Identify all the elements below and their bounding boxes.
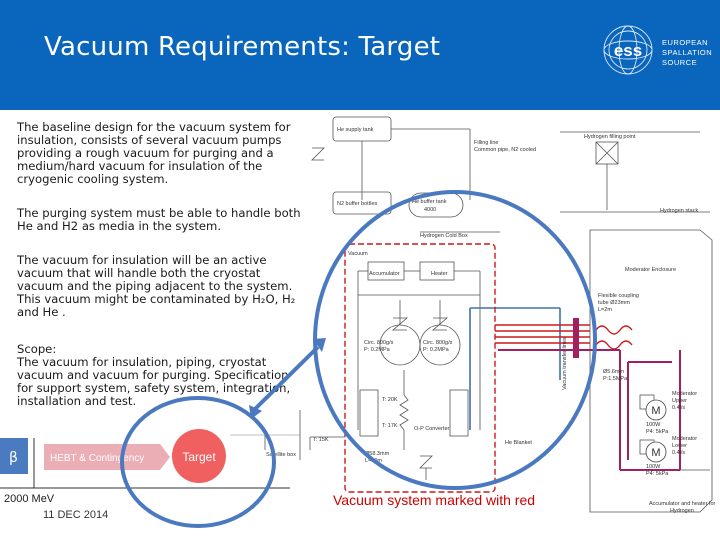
label-pump-dia: Ø5.6mm [603, 369, 625, 375]
label-flexible-coupling: Flexible coupling [598, 293, 639, 299]
label-mod-upper-4: 100W [646, 422, 661, 428]
label-filling-line: Filling line [474, 140, 498, 146]
label-mod-lower-2: Lower [672, 443, 687, 449]
label-moderator-enclosure: Moderator Enclosure [625, 267, 676, 273]
target-label: Target [182, 450, 216, 464]
label-accumulator: Accumulator [369, 271, 400, 277]
label-mod-upper: Moderator [672, 391, 697, 397]
hebt-label: HEBT & Contingency [50, 453, 144, 464]
label-heater: Heater [431, 271, 448, 277]
label-mod-lower: Moderator [672, 436, 697, 442]
label-he-buffer-2: 4000 [424, 207, 436, 213]
label-op-converter: O-P Converter [414, 426, 450, 432]
label-hydrogen-stack: Hydrogen stack [660, 208, 698, 214]
label-hydrogen-filling: Hydrogen filling point [584, 134, 636, 140]
label-he-buffer: He buffer tank [412, 199, 447, 205]
n2-buffer-bottles [332, 191, 392, 215]
ess-logo-icon: ess [603, 25, 653, 75]
target-circle [172, 429, 226, 483]
label-he-supply: He supply tank [337, 127, 374, 133]
label-circ-a-2: P: 0.2MPa [364, 347, 391, 353]
label-filling-line-2: Common pipe, N2 cooled [474, 147, 536, 153]
blue-lines [469, 307, 561, 430]
label-he-blanket: He Blanket [505, 440, 532, 446]
label-circ-b: Circ. 800g/s [423, 340, 453, 346]
vacuum-enclosure-red [344, 243, 496, 493]
label-mod-lower-4: 100W [646, 464, 661, 470]
label-flexible-coupling-3: L=2m [598, 307, 612, 313]
connector-arrow-line [252, 345, 320, 412]
beta-section [0, 438, 28, 474]
title-bar: Vacuum Requirements: Target ess EUROPEAN… [0, 0, 720, 110]
label-hydrogen-cold-box: Hydrogen Cold Box [420, 233, 468, 239]
diagram-caption: Vacuum system marked with red [333, 492, 536, 508]
motor-lower-label: M [651, 447, 660, 459]
label-acc-heater-2: Hydrogen [670, 508, 694, 514]
label-n2-buffer: N2 buffer bottles [337, 201, 378, 207]
energy-label: 2000 MeV [4, 493, 55, 505]
paragraph-purging: The purging system must be able to handl… [17, 206, 301, 233]
label-mod-lower-5: P4: 5kPa [646, 471, 669, 477]
logo-text: EUROPEAN SPALLATION SOURCE [662, 38, 713, 67]
arrow-head-lower-icon [249, 405, 262, 419]
label-circ-b-2: P: 0.2MPa [423, 347, 450, 353]
label-vacuum: Vacuum [348, 251, 368, 257]
paragraph-scope: Scope: The vacuum for insulation, piping… [17, 342, 291, 408]
footer-date: 11 DEC 2014 [43, 509, 109, 521]
arrow-head-upper-icon [313, 338, 326, 352]
label-t-15k: T: 15K [313, 437, 329, 443]
logo-letters: ess [614, 41, 642, 60]
moderator-enclosure [589, 229, 713, 513]
page-title: Vacuum Requirements: Target [44, 32, 441, 62]
linac-timeline: β HEBT & Contingency Target 2000 MeV [0, 429, 290, 505]
highlight-ellipse-target [120, 396, 276, 528]
schematic [230, 116, 713, 513]
label-acc-heater: Accumulator and heater for [649, 501, 716, 507]
paragraph-insulation: The vacuum for insulation will be an act… [17, 253, 296, 319]
motor-upper-label: M [651, 405, 660, 417]
label-mod-upper-5: P4: 5kPa [646, 429, 669, 435]
beta-label: β [9, 450, 18, 466]
label-mod-lower-3: 0.4l/s [672, 450, 685, 456]
label-t-20k: T: 20K [382, 397, 398, 403]
label-pump-pressure: P:1.5MPa [603, 376, 628, 382]
label-satellite-box: Satellite box [266, 452, 296, 458]
paragraph-baseline: The baseline design for the vacuum syste… [17, 120, 291, 186]
label-circ-a: Circ. 800g/s [364, 340, 394, 346]
label-mod-upper-2: Upper [672, 398, 687, 404]
label-t-17k: T: 17K [382, 423, 398, 429]
label-dia-bottom: Ø58.3mm [365, 451, 390, 457]
valve-icon [311, 147, 325, 161]
label-mod-upper-3: 0.4l/s [672, 405, 685, 411]
purple-pipe-lines [498, 349, 681, 471]
label-vacuum-lines: Vacuum transfer lines [562, 337, 568, 390]
motor-upper-icon [645, 399, 667, 421]
hebt-arrow [44, 444, 170, 470]
label-flexible-coupling-2: tube Ø23mm [598, 300, 630, 306]
motor-lower-icon [645, 441, 667, 463]
